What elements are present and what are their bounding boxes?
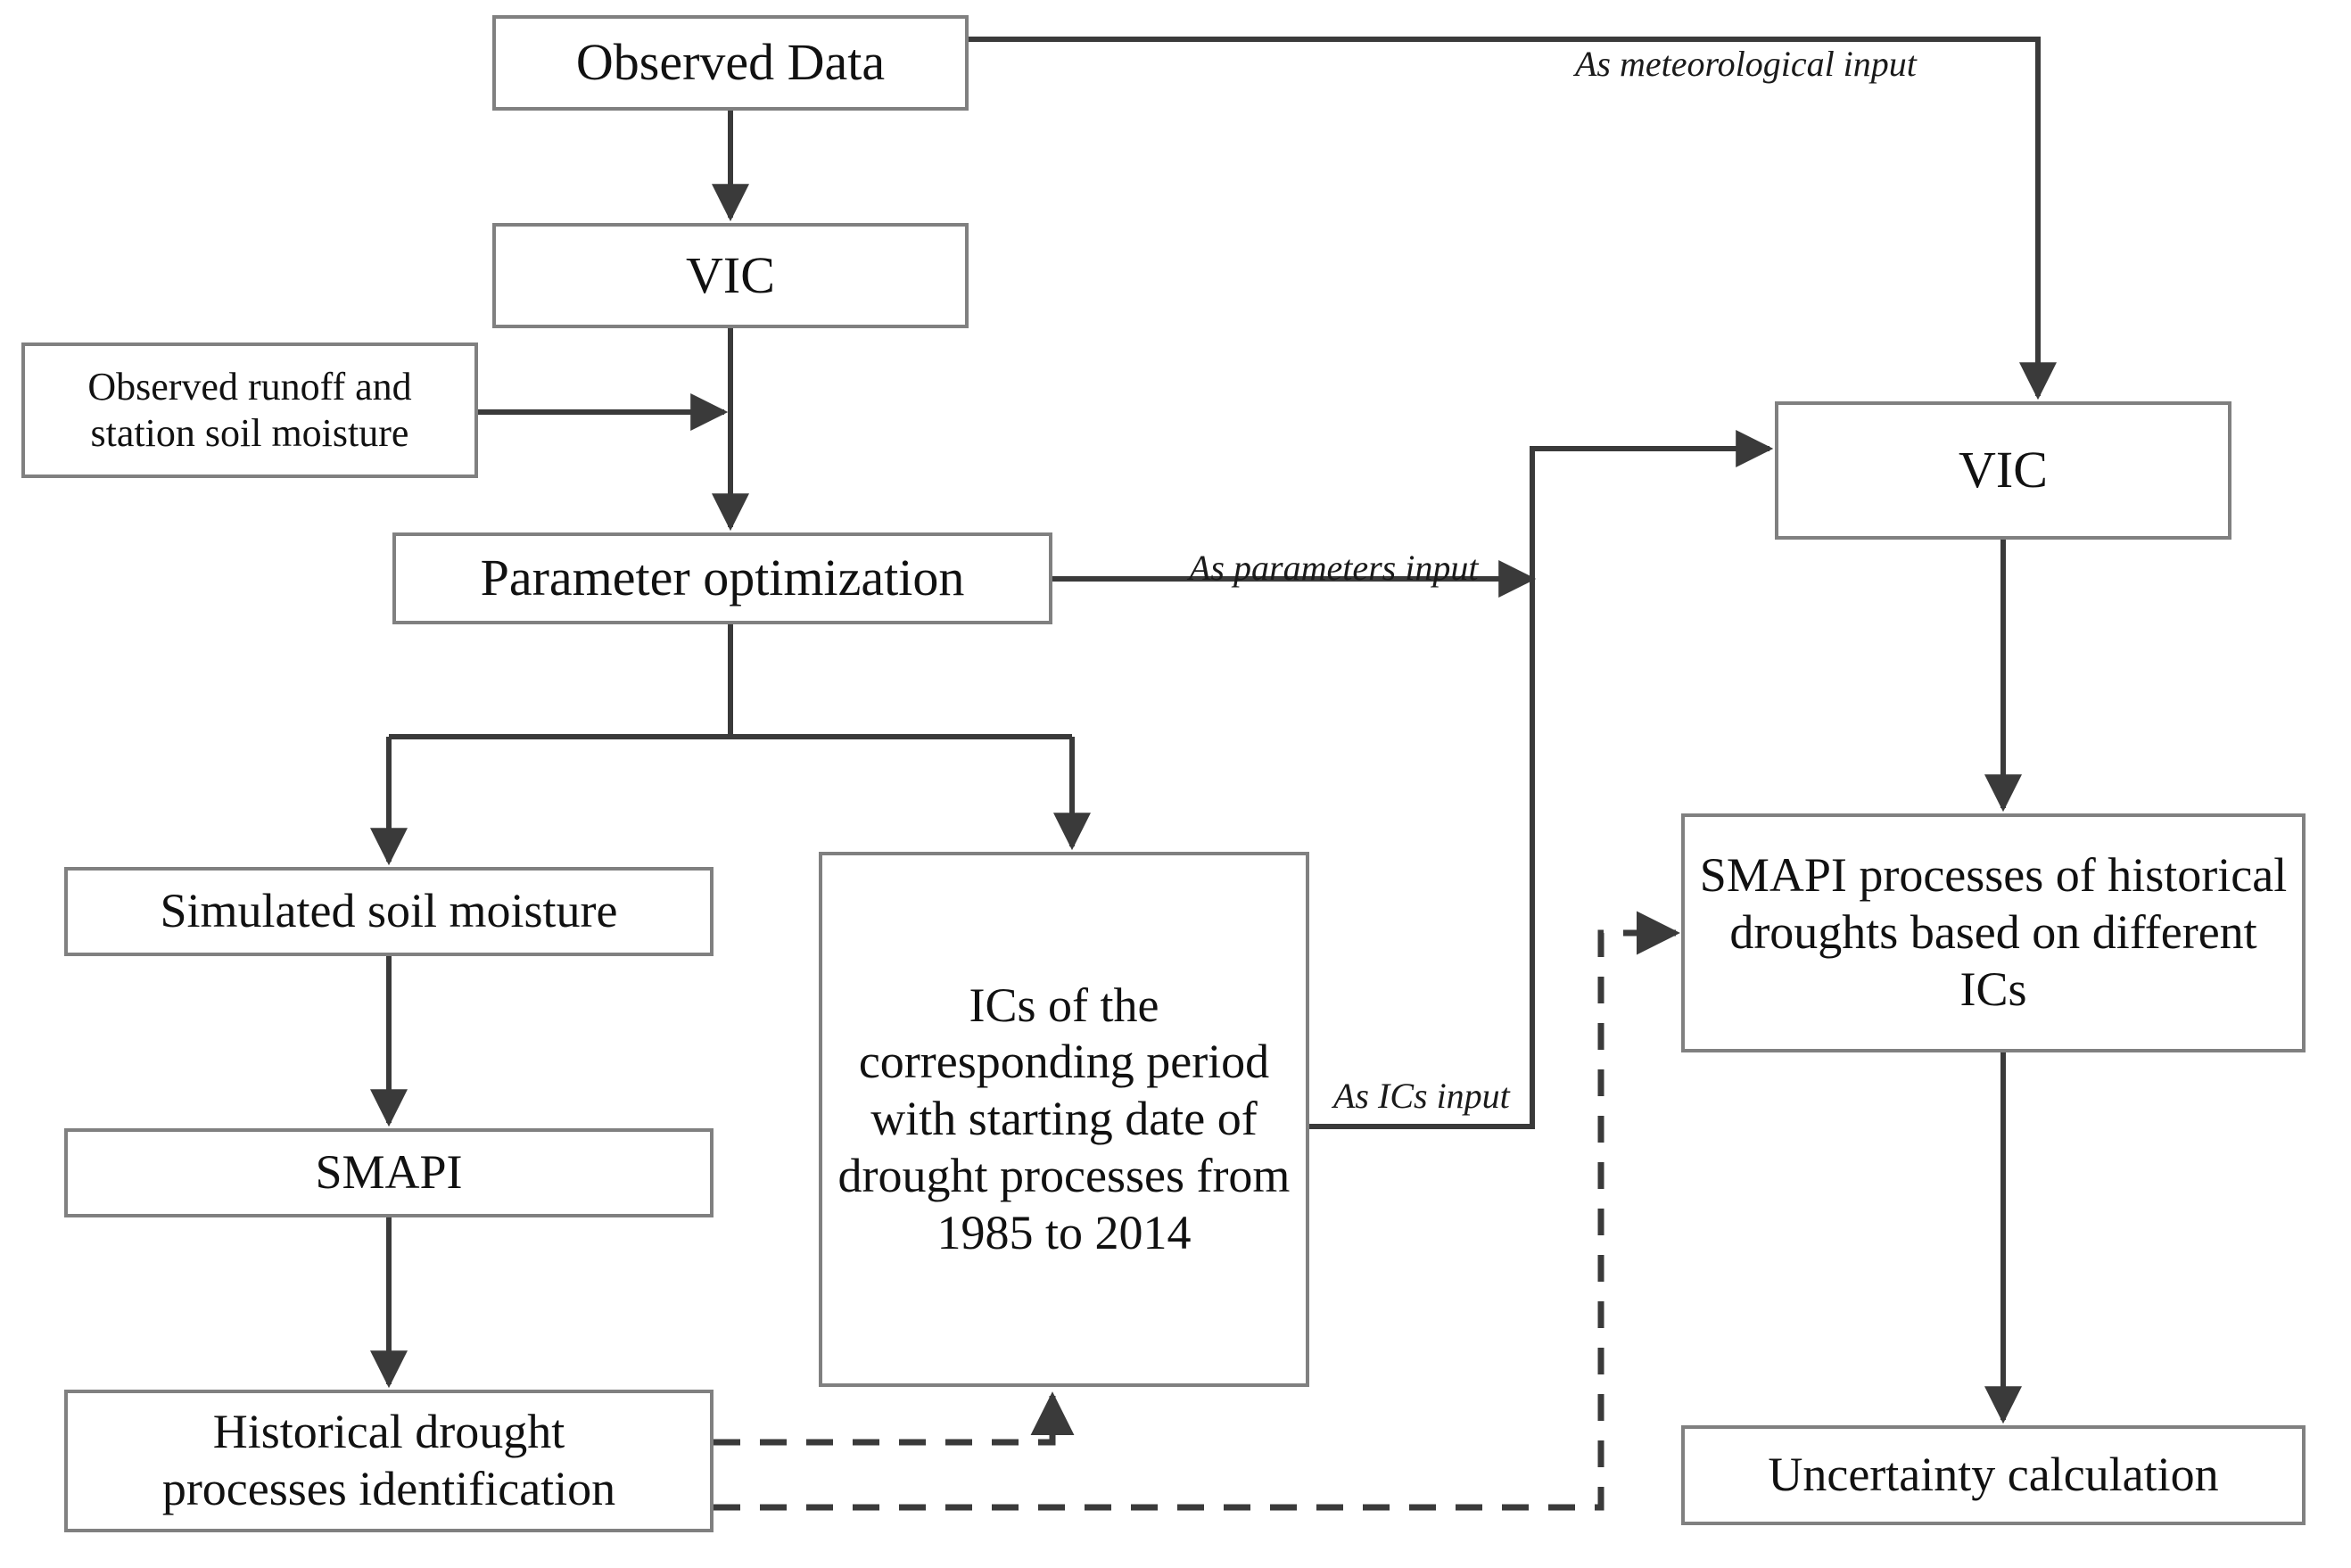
node-smapi-processes-of-historical-droughts[interactable]: SMAPI processes of historical droughts b… bbox=[1681, 813, 2306, 1052]
edge-hist-drought-to-ics-dashed bbox=[714, 1391, 1075, 1446]
node-parameter-optimization[interactable]: Parameter optimization bbox=[392, 532, 1052, 624]
node-smapi-processes-label: SMAPI processes of historical droughts b… bbox=[1699, 848, 2288, 1016]
node-vic-right[interactable]: VIC bbox=[1775, 401, 2231, 540]
edge-observed-data-to-vic-right bbox=[969, 37, 2057, 400]
edge-label-as-ics-input: As ICs input bbox=[1333, 1076, 1510, 1116]
node-ics-label: ICs of the corresponding period with sta… bbox=[837, 978, 1291, 1259]
edge-label-as-parameters-input: As parameters input bbox=[1189, 548, 1479, 588]
node-observed-data[interactable]: Observed Data bbox=[492, 15, 969, 111]
node-vic-left-label: VIC bbox=[686, 245, 775, 304]
node-smapi-label: SMAPI bbox=[315, 1145, 463, 1200]
node-observed-runoff-label: Observed runoff and station soil moistur… bbox=[87, 365, 412, 455]
node-uncertainty-calculation-label: Uncertainty calculation bbox=[1768, 1448, 2219, 1502]
node-uncertainty-calculation[interactable]: Uncertainty calculation bbox=[1681, 1425, 2306, 1525]
node-vic-left[interactable]: VIC bbox=[492, 223, 969, 328]
node-vic-right-label: VIC bbox=[1959, 441, 2048, 499]
edge-ics-to-vic-right bbox=[1309, 430, 1774, 1129]
node-simulated-soil-moisture-label: Simulated soil moisture bbox=[160, 884, 618, 938]
node-historical-drought-processes-identification[interactable]: Historical drought processes identificat… bbox=[64, 1390, 714, 1532]
edge-label-as-meteorological-input: As meteorological input bbox=[1575, 44, 1917, 84]
node-observed-runoff-and-station-soil-moisture[interactable]: Observed runoff and station soil moistur… bbox=[21, 342, 478, 478]
node-smapi[interactable]: SMAPI bbox=[64, 1128, 714, 1217]
node-simulated-soil-moisture[interactable]: Simulated soil moisture bbox=[64, 867, 714, 956]
node-observed-data-label: Observed Data bbox=[575, 33, 886, 92]
node-historical-drought-label: Historical drought processes identificat… bbox=[161, 1405, 616, 1515]
edge-hist-drought-to-smapi-processes-dashed bbox=[714, 911, 1680, 1511]
node-ics-of-corresponding-period[interactable]: ICs of the corresponding period with sta… bbox=[819, 852, 1309, 1387]
node-parameter-optimization-label: Parameter optimization bbox=[480, 549, 965, 607]
